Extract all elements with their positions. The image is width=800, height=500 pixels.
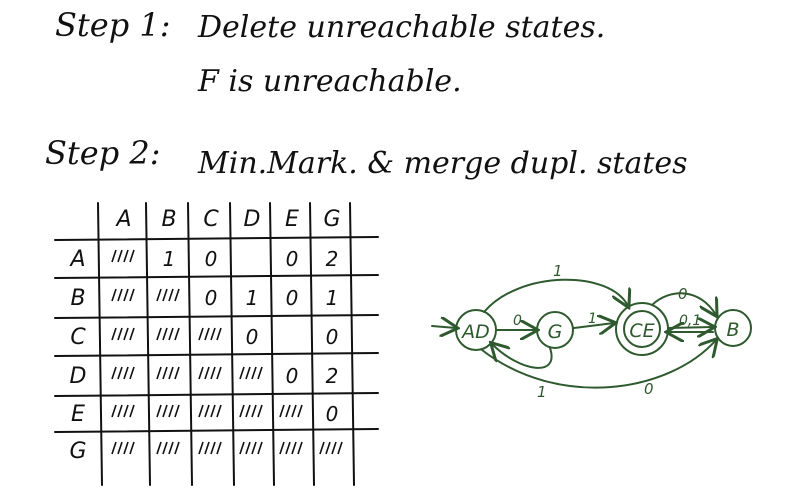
step1-text: Delete unreachable states.: [198, 10, 606, 45]
table-cell-crossed: [111, 327, 135, 341]
table-cell-crossed: [111, 249, 135, 263]
table-cell-crossed: [111, 404, 135, 418]
table-cell-crossed: [319, 441, 343, 455]
table-cell-crossed: [239, 441, 263, 455]
table-col-header: D: [244, 207, 261, 232]
edge-ce-b-top-label: 0: [678, 285, 688, 303]
table-cell-value: 2: [326, 364, 339, 388]
table-cell-crossed: [198, 327, 222, 341]
table-cell-crossed: [111, 441, 135, 455]
table-cell-value: 0: [205, 247, 218, 271]
table-row-header: A: [68, 247, 85, 272]
table-vline: [349, 202, 355, 486]
step1-note: F is unreachable.: [198, 64, 462, 99]
table-hline: [54, 352, 379, 357]
state-ce-label: CE: [629, 320, 654, 342]
table-cell-value: 0: [326, 402, 339, 426]
table-hline: [54, 392, 379, 397]
table-cell-value: 1: [246, 286, 259, 310]
table-cell-crossed: [156, 366, 180, 380]
table-cell-crossed: [156, 441, 180, 455]
table-cell-crossed: [239, 366, 263, 380]
table-row-header: D: [70, 364, 87, 389]
table-cell-crossed: [156, 404, 180, 418]
table-cell-value: 0: [286, 364, 299, 388]
table-cell-value: 1: [163, 247, 176, 271]
edge-ad-g-label: 0: [513, 313, 522, 329]
table-vline: [269, 202, 275, 486]
table-cell-crossed: [198, 441, 222, 455]
state-g-label: G: [548, 321, 563, 343]
table-cell-crossed: [279, 404, 303, 418]
start-arrow: [431, 326, 456, 328]
table-cell-value: 0: [326, 325, 339, 349]
table-hline: [54, 274, 379, 279]
table-col-header: C: [203, 207, 219, 232]
table-cell-crossed: [239, 404, 263, 418]
table-row-header: B: [70, 286, 85, 311]
table-cell-value: 1: [326, 286, 339, 310]
table-vline: [229, 202, 235, 486]
state-ce-inner: [623, 310, 661, 348]
edge-ce-b-label: 0,1: [679, 313, 701, 329]
table-col-header: E: [285, 207, 299, 232]
step2-text: Min.Mark. & merge dupl. states: [198, 146, 688, 181]
table-vline: [309, 202, 315, 486]
table-cell-crossed: [198, 366, 222, 380]
edge-ad-b-bottom: [481, 340, 716, 389]
table-cell-value: 0: [286, 286, 299, 310]
table-cell-value: 0: [246, 325, 259, 349]
edge-g-ad-bottom: [492, 344, 553, 369]
step2-title: Step 2:: [45, 134, 161, 172]
table-cell-value: 0: [205, 286, 218, 310]
table-col-header: G: [323, 207, 340, 232]
edge-g-ad-label: 1: [537, 383, 547, 401]
table-vline: [145, 202, 151, 486]
table-hline: [54, 428, 379, 433]
table-col-header: B: [161, 207, 176, 232]
table-col-header: A: [114, 207, 131, 232]
state-b-label: B: [726, 319, 739, 341]
table-hline: [54, 236, 379, 241]
table-row-header: C: [70, 325, 86, 350]
table-hline: [54, 314, 379, 319]
edge-ad-b-label: 0: [644, 380, 654, 398]
table-row-header: E: [71, 402, 85, 427]
table-cell-crossed: [198, 404, 222, 418]
table-cell-value: 2: [326, 247, 339, 271]
table-cell-crossed: [156, 327, 180, 341]
state-ad-label: AD: [460, 321, 490, 343]
table-vline: [187, 202, 193, 486]
table-row-header: G: [69, 439, 86, 464]
table-cell-value: 0: [286, 247, 299, 271]
edge-g-ce-label: 1: [588, 311, 597, 327]
edge-ce-b-top: [651, 292, 716, 315]
edge-ad-ce-top-label: 1: [553, 262, 563, 280]
step1-title: Step 1:: [55, 6, 171, 44]
table-cell-crossed: [111, 366, 135, 380]
table-cell-crossed: [111, 288, 135, 302]
table-cell-crossed: [156, 288, 180, 302]
edge-g-ce: [573, 323, 614, 328]
table-vline: [97, 202, 103, 486]
table-cell-crossed: [279, 441, 303, 455]
edge-ad-ce-top: [483, 278, 628, 313]
